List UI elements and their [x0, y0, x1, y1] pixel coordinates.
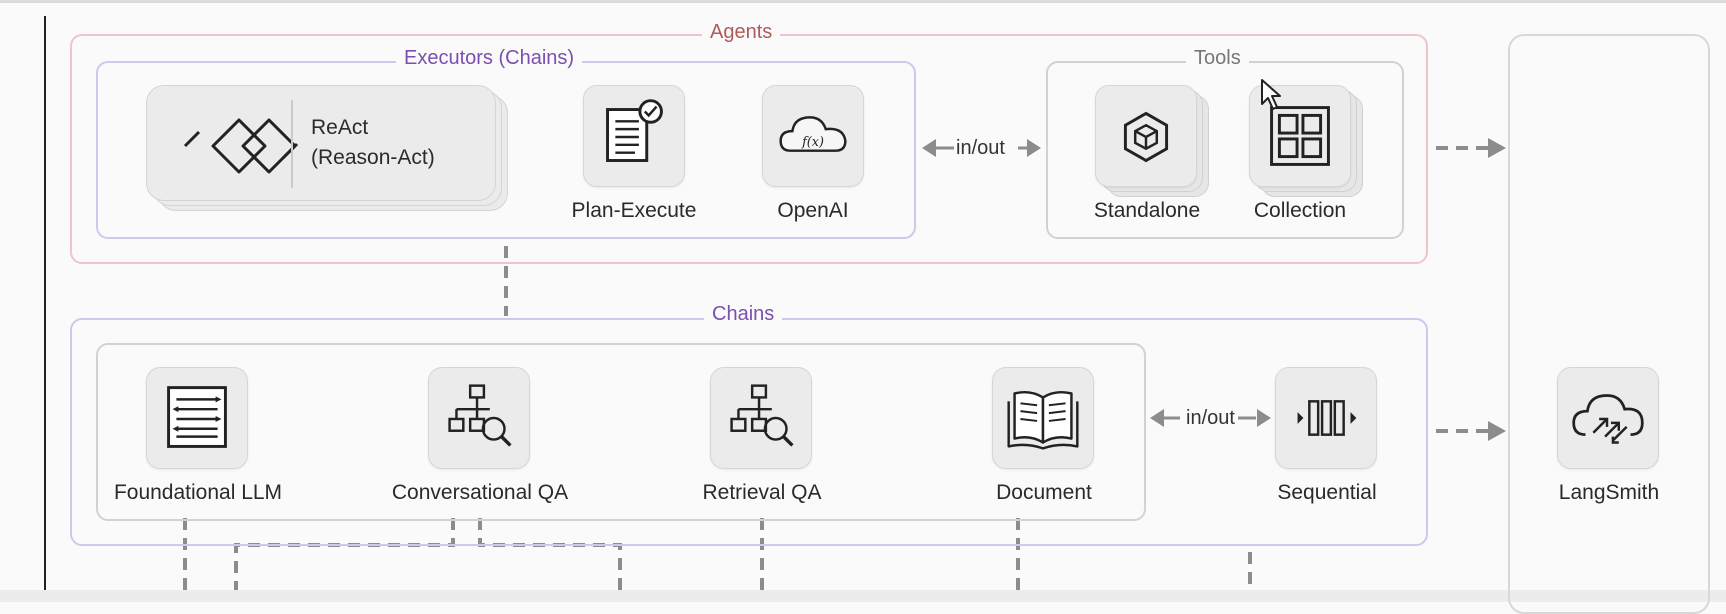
sequential-label: Sequential	[1277, 481, 1377, 504]
retrieval-qa-label: Retrieval QA	[702, 481, 822, 504]
document-check-icon	[606, 99, 663, 162]
text-lines-icon	[167, 386, 227, 448]
collection-tile[interactable]	[1249, 85, 1351, 187]
openai-label: OpenAI	[777, 199, 849, 222]
react-tile[interactable]: ReAct (Reason-Act)	[146, 85, 496, 201]
collection-label: Collection	[1253, 199, 1347, 222]
open-book-icon	[1007, 390, 1079, 450]
document-tile[interactable]	[992, 367, 1094, 469]
standalone-tile[interactable]	[1095, 85, 1197, 187]
chains-inner-frame	[96, 343, 1146, 521]
langsmith-label: LangSmith	[1558, 481, 1660, 504]
foundational-llm-label: Foundational LLM	[113, 481, 283, 504]
top-border	[0, 0, 1726, 3]
grid-collection-icon	[1270, 106, 1330, 166]
conversational-qa-tile[interactable]	[428, 367, 530, 469]
hierarchy-search-icon	[730, 384, 794, 447]
cloud-function-icon: f(x)	[779, 116, 847, 152]
react-label-line1: ReAct	[311, 116, 369, 139]
hexagon-cube-icon	[1123, 111, 1169, 163]
tools-title: Tools	[1186, 47, 1249, 69]
retrieval-qa-tile[interactable]	[710, 367, 812, 469]
in-out-label-bottom: in/out	[1186, 407, 1235, 429]
foundational-llm-tile[interactable]	[146, 367, 248, 469]
react-loop-icon	[183, 100, 299, 188]
svg-text:f(x): f(x)	[801, 135, 824, 150]
conversational-qa-label: Conversational QA	[391, 481, 569, 504]
chains-title: Chains	[704, 303, 783, 325]
plan-execute-label: Plan-Execute	[571, 199, 697, 222]
executors-title: Executors (Chains)	[396, 47, 583, 69]
standalone-label: Standalone	[1093, 199, 1201, 222]
in-out-label-top: in/out	[956, 137, 1005, 159]
bottom-edge	[0, 590, 1726, 602]
langsmith-tile[interactable]	[1557, 367, 1659, 469]
plan-execute-tile[interactable]	[583, 85, 685, 187]
openai-tile[interactable]: f(x)	[762, 85, 864, 187]
sequential-bars-icon	[1297, 400, 1357, 436]
document-label: Document	[996, 481, 1092, 504]
left-divider	[44, 16, 46, 590]
hierarchy-search-icon	[448, 384, 512, 447]
sequential-tile[interactable]	[1275, 367, 1377, 469]
cloud-arrows-icon	[1572, 394, 1644, 444]
react-label-line2: (Reason-Act)	[311, 146, 435, 169]
langsmith-frame	[1508, 34, 1710, 614]
mouse-cursor-icon	[1261, 79, 1281, 110]
agents-title: Agents	[702, 21, 781, 43]
